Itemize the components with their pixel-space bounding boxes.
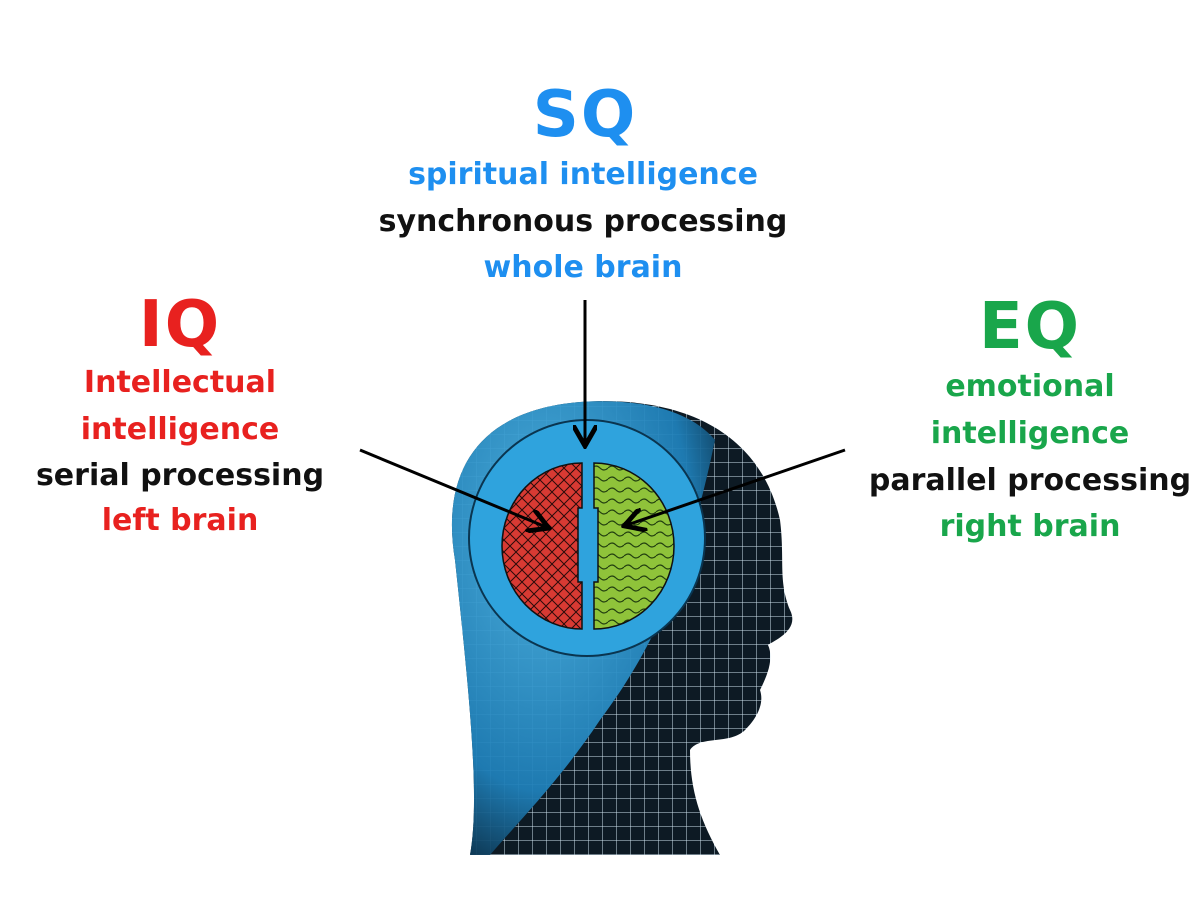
iq-arrow [359,448,546,527]
sq-line: spiritual intelligence [408,157,758,192]
iq-line: intelligence [80,412,280,447]
iq-line: serial processing [35,458,325,493]
iq-line: left brain [101,503,259,538]
sq-line: synchronous processing [378,204,788,239]
iq-title: IQ [138,288,222,362]
iq-line: Intellectual [83,365,277,400]
sq-line: whole brain [483,250,683,285]
eq-title: EQ [978,290,1082,364]
eq-line: parallel processing [868,463,1192,498]
eq-line: right brain [939,509,1121,544]
sq-title: SQ [532,78,638,152]
right-brain [593,462,675,630]
eq-arrow [627,448,846,525]
left-brain [501,462,583,630]
eq-line: intelligence [930,416,1130,451]
eq-line: emotional [945,369,1115,404]
